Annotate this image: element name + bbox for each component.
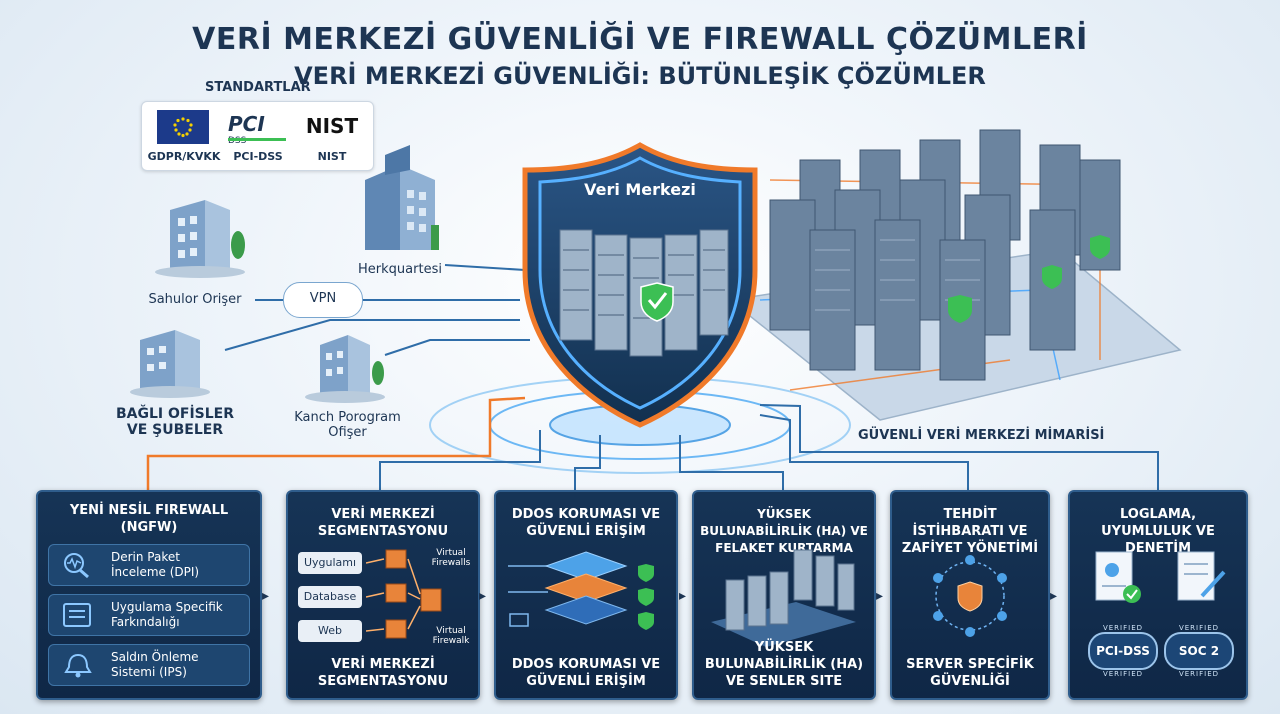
badge-bottom-text: VERIFIED: [1178, 670, 1220, 678]
program-office-building-icon: [305, 335, 385, 403]
card-footer: SERVER SPECİFİK GÜVENLİĞİ: [906, 657, 1034, 689]
magnifier-wave-icon: [64, 553, 89, 579]
redundant-servers-icon: [711, 549, 856, 647]
standards-label: STANDARTLAR: [205, 80, 311, 95]
feature-row: Uygulama Specifik Farkındalığı: [48, 594, 250, 636]
headquarters-building-icon: [365, 145, 439, 250]
card-title: YENİ NESİL FIREWALL (NGFW): [69, 503, 229, 535]
threat-intel-card: TEHDİT İSTİHBARATI VE ZAFİYET YÖNETİMİ S…: [890, 490, 1050, 700]
arrow-right-icon: ▸: [479, 588, 487, 604]
badge-bottom-text: VERIFIED: [1102, 670, 1144, 678]
ngfw-card: YENİ NESİL FIREWALL (NGFW) Derin Paket İ…: [36, 490, 262, 700]
feature-label: Derin Paket İnceleme (DPI): [111, 550, 200, 579]
vpn-label: VPN: [309, 291, 337, 306]
card-title: VERİ MERKEZİ SEGMENTASYONU: [317, 507, 449, 539]
arrow-right-icon: ▸: [679, 588, 687, 604]
page-title: VERİ MERKEZİ GÜVENLİĞİ VE FIREWALL ÇÖZÜM…: [192, 22, 1088, 57]
card-title: LOGLAMA, UYUMLULUK VE DENETİM: [1101, 507, 1215, 556]
virtual-firewall-label: Virtual Firewalk: [432, 626, 470, 646]
card-title: TEHDİT İSTİHBARATI VE ZAFİYET YÖNETİMİ: [901, 507, 1039, 556]
branch-building-icon: [155, 200, 245, 278]
threat-network-icon: [933, 555, 1007, 637]
shield-label: Veri Merkezi: [584, 180, 696, 199]
standards-panel: PCI DSS NIST GDPR/KVKK PCI-DSS NIST: [141, 101, 374, 171]
vpn-cloud-icon: VPN: [283, 282, 363, 318]
arrow-right-icon: ▸: [876, 588, 884, 604]
eu-flag-icon: [157, 110, 209, 144]
standard-caption: NIST: [317, 150, 347, 163]
segment-label: Uygulamı: [298, 552, 362, 574]
logging-card: LOGLAMA, UYUMLULUK VE DENETİM VERIFIED P…: [1068, 490, 1248, 700]
segment-label: Web: [298, 620, 362, 642]
ddos-card: DDOS KORUMASI VE GÜVENLİ ERİŞİM DDOS KOR…: [494, 490, 678, 700]
segment-label: Database: [298, 586, 362, 608]
arrow-right-icon: ▸: [262, 588, 270, 604]
card-footer: VERİ MERKEZİ SEGMENTASYONU: [317, 657, 449, 689]
segmentation-card: VERİ MERKEZİ SEGMENTASYONU Uygulamı Data…: [286, 490, 480, 700]
feature-row: Saldın Önleme Sistemi (IPS): [48, 644, 250, 686]
branch2-label: BAĞLI OFİSLER VE ŞUBELER: [115, 406, 235, 438]
standard-caption: PCI-DSS: [233, 150, 283, 163]
feature-row: Derin Paket İnceleme (DPI): [48, 544, 250, 586]
office-building-icon: [130, 330, 210, 398]
architecture-label: GÜVENLİ VERİ MERKEZİ MİMARİSİ: [858, 428, 1105, 443]
layered-defense-icon: [508, 551, 654, 630]
page-subtitle: VERİ MERKEZİ GÜVENLİĞİ: BÜTÜNLEŞİK ÇÖZÜM…: [294, 62, 986, 90]
feature-label: Saldın Önleme Sistemi (IPS): [111, 650, 199, 679]
pci-dss-logo: PCI DSS: [228, 112, 288, 146]
badge-top-text: VERIFIED: [1102, 624, 1144, 632]
branch1-label: Sahulor Orişer: [148, 292, 242, 307]
pci-dss-badge: PCI-DSS: [1088, 632, 1158, 670]
soc2-badge: SOC 2: [1164, 632, 1234, 670]
branch3-label: Kanch Porogram Ofişer: [294, 410, 401, 440]
server-racks-icon: [769, 129, 1121, 381]
card-footer: DDOS KORUMASI VE GÜVENLİ ERİŞİM: [511, 657, 661, 689]
card-footer: YÜKSEK BULUNABİLİRLİK (HA) VE SENLER SIT…: [704, 640, 864, 689]
card-title: DDOS KORUMASI VE GÜVENLİ ERİŞİM: [511, 507, 661, 539]
badge-top-text: VERIFIED: [1178, 624, 1220, 632]
alarm-bell-icon: [64, 653, 92, 678]
card-title: YÜKSEK BULUNABİLİRLİK (HA) VE FELAKET KU…: [700, 507, 868, 555]
ha-card: YÜKSEK BULUNABİLİRLİK (HA) VE FELAKET KU…: [692, 490, 876, 700]
feature-label: Uygulama Specifik Farkındalığı: [111, 600, 223, 629]
arrow-right-icon: ▸: [1050, 588, 1058, 604]
hq-label: Herkquartesi: [358, 262, 442, 277]
virtual-firewall-label: Virtual Firewalls: [431, 548, 471, 568]
standard-caption: GDPR/KVKK: [147, 150, 221, 163]
shield-icon: [522, 142, 758, 428]
audit-documents-icon: [1095, 551, 1226, 603]
app-checklist-icon: [63, 603, 91, 627]
nist-logo: NIST: [305, 114, 359, 138]
firewall-bricks-icon: [366, 549, 442, 639]
